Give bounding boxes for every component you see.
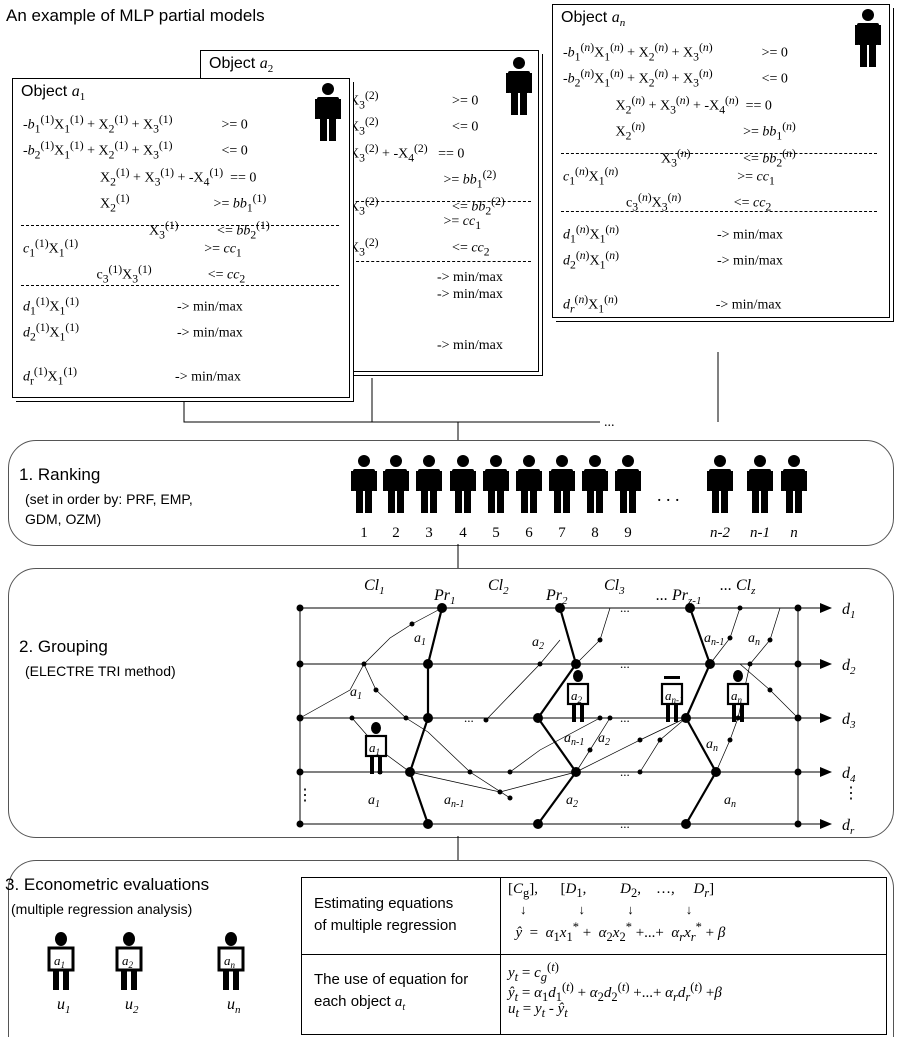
ellipsis: ... <box>620 710 630 725</box>
class-label: ... Clz <box>720 577 756 597</box>
object-a2-constraints: X3(2) >= 0 X3(2) <= 0 X3(2) + -X4(2) == … <box>349 89 505 218</box>
rank-label: 8 <box>591 525 599 541</box>
row1-arrows: ↓ ↓ ↓ ↓ <box>520 902 693 917</box>
rank-label: 9 <box>624 525 632 541</box>
rank-label: 4 <box>459 525 467 541</box>
rank-label: 2 <box>392 525 400 541</box>
alternative-figure: an-1 <box>660 676 684 722</box>
ellipsis: ... <box>620 816 630 831</box>
object-a1-bounds: c1(1)X1(1) >= cc1 c3(1)X3(1) <= cc2 <box>23 237 246 286</box>
ellipsis: ... <box>620 656 630 671</box>
object-a1-constraints: -b1(1)X1(1) + X2(1) + X3(1) >= 0 -b2(1)X… <box>23 113 270 242</box>
person-icon <box>747 455 773 513</box>
row2-eq-2: ŷt = α1d1(t) + α2d2(t) +...+ αrdr(t) +β <box>508 980 722 1004</box>
alternative-figure: a2 <box>566 670 590 722</box>
page-title: An example of MLP partial models <box>6 6 265 25</box>
ellipsis: ... <box>620 600 630 615</box>
person-icon <box>855 9 881 72</box>
row2-label-2: each object at <box>314 993 406 1013</box>
unit-person: an un <box>217 932 245 1016</box>
alternative-figure: an <box>726 670 750 722</box>
ellipsis: ... <box>620 764 630 779</box>
person-icon <box>549 455 575 513</box>
ranking-people: 1 2 3 4 5 6 7 8 9 n-2 n-1 n . . . <box>351 455 807 541</box>
econometric-subtitle: (multiple regression analysis) <box>11 901 193 917</box>
ranking-subtitle-1: (set in order by: PRF, EMP, <box>25 491 193 507</box>
person-icon <box>315 83 341 146</box>
person-icon <box>483 455 509 513</box>
object-a1-objectives: d1(1)X1(1) -> min/max d2(1)X1(1) -> min/… <box>23 295 243 388</box>
profile-label: Pr1 <box>433 587 456 607</box>
svg-text:a1: a1 <box>54 953 65 970</box>
ellipsis: ... <box>464 710 474 725</box>
person-icon <box>582 455 608 513</box>
person-icon <box>516 455 542 513</box>
object-an-objectives: d1(n)X1(n) -> min/max d2(n)X1(n) -> min/… <box>563 223 783 316</box>
alternative-profile <box>299 607 443 719</box>
unit-person: a2 u2 <box>115 932 143 1016</box>
regression-table: Estimating equations of multiple regress… <box>301 877 887 1035</box>
row2-label-1: The use of equation for <box>314 971 469 988</box>
object-an-constraints: -b1(n)X1(n) + X2(n) + X3(n) >= 0 -b2(n)X… <box>563 41 796 170</box>
object-an-title: Object an <box>561 9 626 30</box>
unit-label: u1 <box>57 996 71 1016</box>
object-an-bounds: c1(n)X1(n) >= cc1 c3(n)X3(n) <= cc2 <box>563 165 775 214</box>
object-a1-title: Object a1 <box>21 83 86 104</box>
row1-eq-bot: ŷ = α1x1* + α2x2* +...+ αrxr* + β <box>515 920 726 944</box>
econometric-panel: 3. Econometric evaluations (multiple reg… <box>5 860 894 1037</box>
object-connectors: ... <box>183 352 719 440</box>
unit-label: un <box>227 996 241 1016</box>
row1-label-1: Estimating equations <box>314 895 454 912</box>
object-a2-bounds: >= cc1 X3(2) <= cc2 <box>349 214 490 259</box>
table-row-divider <box>302 954 886 955</box>
row1-eq-top: [Cg], [D1, D2, …, Dr] <box>508 881 715 900</box>
ranking-title: 1. Ranking <box>19 465 101 484</box>
row2-eq-3: ut = yt - ŷt <box>508 1001 568 1020</box>
rank-ellipsis: . . . <box>657 485 680 505</box>
person-icon <box>615 455 641 513</box>
svg-text:a1: a1 <box>369 740 380 757</box>
rank-label: n <box>790 525 798 541</box>
vertical-ellipsis: ⋮ <box>297 787 313 804</box>
unit-label: u2 <box>125 996 139 1016</box>
person-icon <box>383 455 409 513</box>
vertical-ellipsis: ⋮ <box>843 785 859 802</box>
person-icon <box>506 57 532 120</box>
table-label-col <box>302 878 501 1034</box>
svg-text:a2: a2 <box>571 688 583 705</box>
unit-person: a1 u1 <box>47 932 75 1016</box>
row2-eq-1: yt = cg(t) <box>508 960 559 984</box>
person-icon <box>781 455 807 513</box>
person-icon <box>351 455 377 513</box>
grouping-title: 2. Grouping <box>19 637 108 656</box>
rank-label: 7 <box>558 525 566 541</box>
person-icon <box>416 455 442 513</box>
ranking-subtitle-2: GDM, OZM) <box>25 511 102 527</box>
objects-ellipsis: ... <box>604 415 615 430</box>
object-a2-objectives: -> min/max -> min/max -> min/max <box>437 270 503 353</box>
object-an-card: Object an -b1(n)X1(n) + X2(n) + X3(n) >=… <box>552 4 890 318</box>
person-icon <box>707 455 733 513</box>
svg-text:a2: a2 <box>122 953 134 970</box>
rank-label: n-1 <box>750 525 770 541</box>
rank-label: 1 <box>360 525 368 541</box>
ranking-panel: 1. Ranking (set in order by: PRF, EMP, G… <box>8 440 894 546</box>
econometric-title: 3. Econometric evaluations <box>5 875 210 894</box>
rank-label: n-2 <box>710 525 730 541</box>
unit-people: a1 u1 a2 u2 an un <box>47 932 245 1016</box>
rank-label: 3 <box>425 525 433 541</box>
panel-connectors <box>457 544 459 860</box>
object-a2-title: Object a2 <box>209 55 274 76</box>
svg-text:an: an <box>731 688 743 705</box>
row1-label-2: of multiple regression <box>314 917 457 934</box>
person-icon <box>450 455 476 513</box>
alternative-figure: a1 <box>364 722 388 774</box>
grouping-subtitle: (ELECTRE TRI method) <box>25 663 176 679</box>
object-a1-card: Object a1 -b1(1)X1(1) + X2(1) + X3(1) >=… <box>12 78 350 398</box>
rank-label: 6 <box>525 525 533 541</box>
rank-label: 5 <box>492 525 500 541</box>
svg-text:an: an <box>224 953 236 970</box>
